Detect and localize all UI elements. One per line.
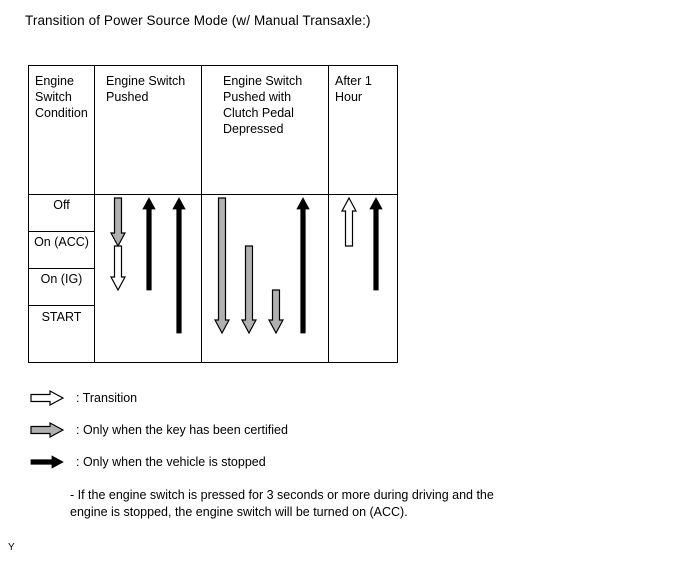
- legend-item-transition: : Transition: [30, 389, 137, 407]
- table-column-divider: [328, 66, 329, 362]
- row-label-on-ig: On (IG): [40, 272, 83, 286]
- table-row-divider: [29, 231, 94, 232]
- legend-label: : Only when the vehicle is stopped: [76, 455, 266, 469]
- col-header-engine-switch-pushed-clutch: Engine Switch Pushed with Clutch Pedal D…: [223, 74, 303, 136]
- note-text: - If the engine switch is pressed for 3 …: [70, 488, 494, 519]
- row-label-on-acc: On (ACC): [34, 235, 89, 249]
- row-label-off: Off: [53, 198, 70, 212]
- legend-item-key-certified: : Only when the key has been certified: [30, 421, 288, 439]
- row-label-start: START: [41, 310, 82, 324]
- table-column-divider: [201, 66, 202, 362]
- table-header-divider: [29, 194, 397, 195]
- col-header-after-1-hour: After 1 Hour: [335, 74, 372, 104]
- legend-item-vehicle-stopped: : Only when the vehicle is stopped: [30, 453, 266, 471]
- page-title: Transition of Power Source Mode (w/ Manu…: [25, 13, 371, 28]
- col-header-engine-switch-pushed: Engine Switch Pushed: [106, 74, 186, 104]
- power-source-mode-table: Engine Switch Condition Engine Switch Pu…: [28, 65, 398, 363]
- table-row-divider: [29, 268, 94, 269]
- gray-arrow-icon: [30, 421, 66, 439]
- table-column-divider: [94, 66, 95, 362]
- footer-marker: Y: [8, 542, 15, 553]
- table-row-divider: [29, 305, 94, 306]
- legend-label: : Transition: [76, 391, 138, 405]
- col-header-engine-switch-condition: Engine Switch Condition: [35, 74, 88, 120]
- white-arrow-icon: [30, 389, 66, 407]
- black-arrow-icon: [30, 453, 66, 471]
- legend-label: : Only when the key has been certified: [76, 423, 288, 437]
